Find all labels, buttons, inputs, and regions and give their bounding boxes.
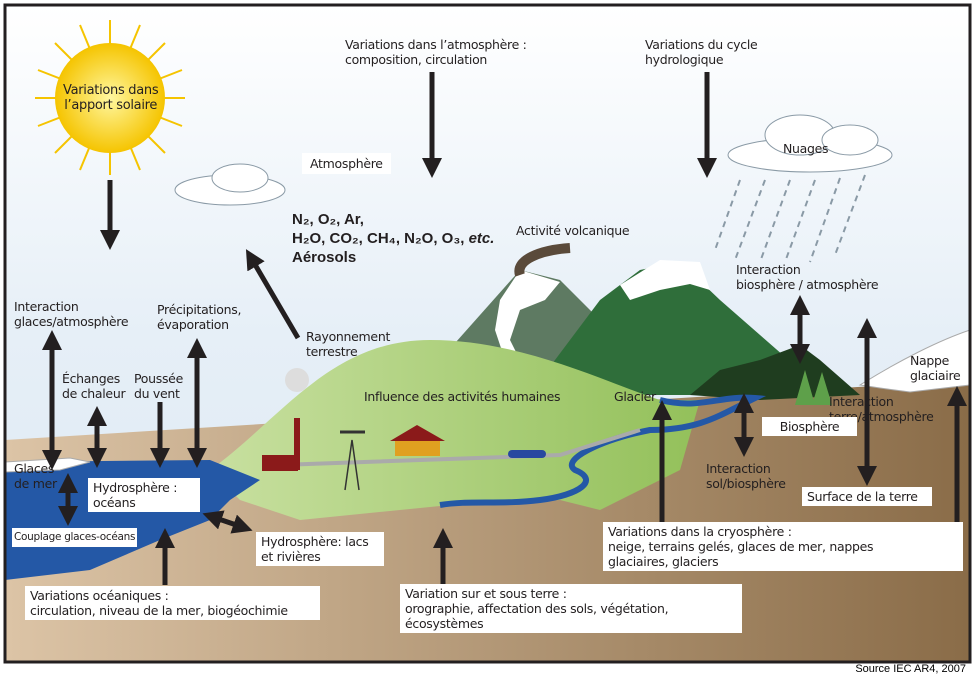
arrows bbox=[42, 72, 967, 585]
volcanic-smoke bbox=[514, 243, 571, 277]
ocean-variations-label: Variations océaniques :circulation, nive… bbox=[25, 586, 320, 620]
green-hill bbox=[210, 340, 700, 520]
atmosphere-label: Atmosphère bbox=[302, 153, 391, 174]
car-icon bbox=[508, 450, 546, 458]
hydrosphere-oceans-label: Hydrosphère :océans bbox=[88, 478, 200, 512]
cloud-icon bbox=[174, 163, 286, 206]
arrow-ocean-lakes bbox=[202, 510, 253, 534]
factory-icon bbox=[262, 368, 309, 471]
glacier-label: Glacier bbox=[614, 389, 656, 404]
source-caption: Source IEC AR4, 2007 bbox=[855, 663, 966, 675]
land-surface-label: Surface de la terre bbox=[802, 487, 932, 506]
sun-icon bbox=[35, 20, 185, 175]
volcanic-activity-label: Activité volcanique bbox=[516, 223, 630, 238]
atmosphere-variations-label: Variations dans l’atmosphère :compositio… bbox=[345, 37, 527, 67]
precipitation-label: Précipitations,évaporation bbox=[157, 302, 242, 332]
road bbox=[279, 428, 641, 467]
house-icon bbox=[390, 425, 445, 456]
clouds-label: Nuages bbox=[783, 141, 829, 156]
frame bbox=[3, 3, 972, 664]
arrow-radiation bbox=[245, 249, 301, 340]
windmill-icon bbox=[340, 430, 365, 491]
cryosphere-variations-label: Variations dans la cryosphère :neige, te… bbox=[603, 522, 963, 571]
rain bbox=[714, 174, 866, 263]
atmospheric-gases-label: N₂, O₂, Ar, H₂O, CO₂, CH₄, N₂O, O₃, etc.… bbox=[292, 211, 495, 266]
biosphere-label: Biosphère bbox=[762, 417, 857, 436]
land-variations-label: Variation sur et sous terre :orographie,… bbox=[400, 584, 742, 633]
ice-ocean-coupling-label: Couplage glaces-océans bbox=[12, 528, 138, 547]
forest bbox=[690, 345, 860, 400]
rain-cloud-icon bbox=[727, 114, 893, 173]
green-mountain bbox=[540, 262, 800, 395]
human-influence-label: Influence des activités humaines bbox=[364, 389, 561, 404]
